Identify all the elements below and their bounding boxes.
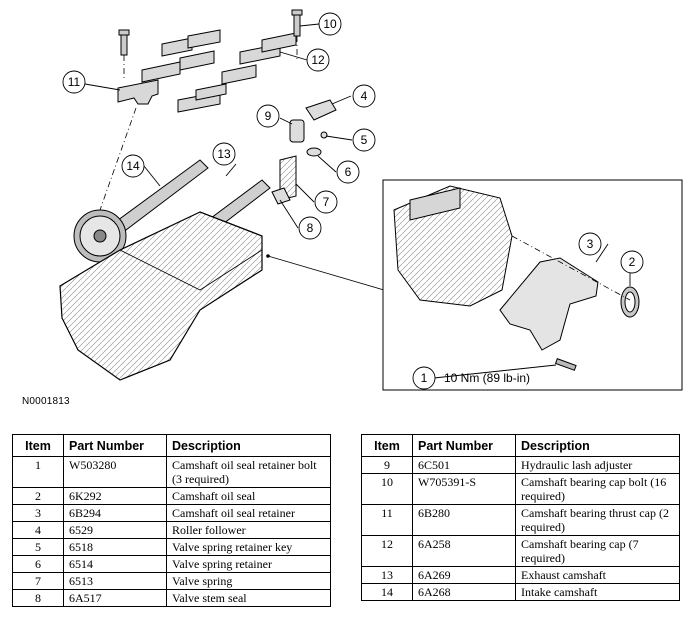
item-cell: 8 <box>12 589 64 607</box>
item-cell: 4 <box>12 521 64 539</box>
exploded-view-diagram: 11 10 12 4 5 6 7 8 9 13 14 3 2 1 10 Nm (… <box>59 9 683 391</box>
callout-12: 12 <box>311 53 325 67</box>
part-number-cell: 6B294 <box>63 504 167 522</box>
item-cell: 6 <box>12 555 64 573</box>
description-cell: Camshaft oil seal <box>166 487 331 505</box>
part-number-cell: 6B280 <box>412 504 516 536</box>
part-number-cell: 6C501 <box>412 456 516 474</box>
callout-2: 2 <box>629 255 636 269</box>
callout-13: 13 <box>217 147 231 161</box>
description-cell: Camshaft bearing thrust cap (2 required) <box>515 504 680 536</box>
description-cell: Exhaust camshaft <box>515 566 680 584</box>
part-number-cell: 6K292 <box>63 487 167 505</box>
item-cell: 7 <box>12 572 64 590</box>
header-item: Item <box>361 434 413 457</box>
inset-head <box>393 185 513 307</box>
part-number-cell: W705391-S <box>412 473 516 505</box>
part-number-cell: 6A258 <box>412 535 516 567</box>
bolts <box>118 9 303 56</box>
header-part-number: Part Number <box>412 434 516 457</box>
item-cell: 1 <box>12 456 64 488</box>
part-number-cell: 6529 <box>63 521 167 539</box>
description-cell: Valve stem seal <box>166 589 331 607</box>
item-cell: 13 <box>361 566 413 584</box>
description-cell: Valve spring retainer key <box>166 538 331 556</box>
description-cell: Valve spring retainer <box>166 555 331 573</box>
part-number-cell: 6514 <box>63 555 167 573</box>
item-cell: 12 <box>361 535 413 567</box>
item-cell: 14 <box>361 583 413 601</box>
description-cell: Camshaft bearing cap (7 required) <box>515 535 680 567</box>
item-cell: 11 <box>361 504 413 536</box>
part-number-cell: 6513 <box>63 572 167 590</box>
item-cell: 5 <box>12 538 64 556</box>
item-cell: 3 <box>12 504 64 522</box>
description-cell: Valve spring <box>166 572 331 590</box>
callouts <box>62 12 644 390</box>
table-header-row: Item Part Number Description <box>361 434 680 457</box>
part-number-cell: 6A268 <box>412 583 516 601</box>
torque-spec: 10 Nm (89 lb-in) <box>444 371 530 385</box>
description-cell: Camshaft bearing cap bolt (16 required) <box>515 473 680 505</box>
part-number-cell: 6518 <box>63 538 167 556</box>
description-cell: Camshaft oil seal retainer bolt (3 requi… <box>166 456 331 488</box>
callout-5: 5 <box>361 133 368 147</box>
part-number-cell: 6A517 <box>63 589 167 607</box>
item-cell: 2 <box>12 487 64 505</box>
callout-4: 4 <box>361 89 368 103</box>
item-cell: 9 <box>361 456 413 474</box>
description-cell: Intake camshaft <box>515 583 680 601</box>
description-cell: Roller follower <box>166 521 331 539</box>
figure-id: N0001813 <box>22 396 70 407</box>
callout-6: 6 <box>345 165 352 179</box>
item-cell: 10 <box>361 473 413 505</box>
callout-1: 1 <box>421 371 428 385</box>
callout-7: 7 <box>323 195 330 209</box>
callout-8: 8 <box>307 221 314 235</box>
callout-3: 3 <box>587 237 594 251</box>
callout-9: 9 <box>265 109 272 123</box>
callout-14: 14 <box>126 159 140 173</box>
valve-train-parts <box>271 99 337 205</box>
part-number-cell: 6A269 <box>412 566 516 584</box>
inset-retainer <box>499 257 640 371</box>
cylinder-head <box>59 211 263 381</box>
header-description: Description <box>166 434 331 457</box>
part-number-cell: W503280 <box>63 456 167 488</box>
callout-10: 10 <box>323 17 337 31</box>
bearing-caps <box>117 29 297 113</box>
description-cell: Camshaft oil seal retainer <box>166 504 331 522</box>
header-part-number: Part Number <box>63 434 167 457</box>
header-item: Item <box>12 434 64 457</box>
header-description: Description <box>515 434 680 457</box>
description-cell: Hydraulic lash adjuster <box>515 456 680 474</box>
table-header-row: Item Part Number Description <box>12 434 331 457</box>
callout-11: 11 <box>68 75 81 89</box>
